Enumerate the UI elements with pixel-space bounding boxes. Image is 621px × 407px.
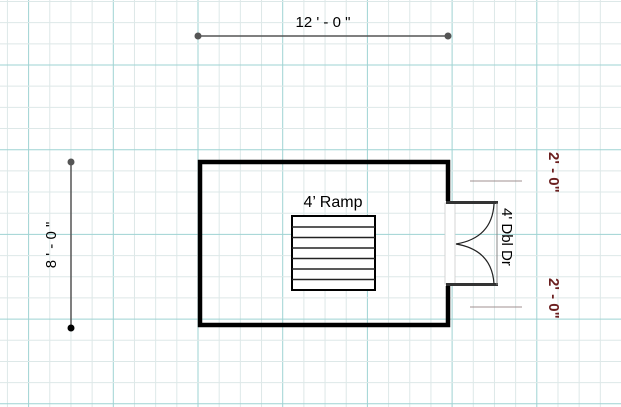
- ramp-label: 4’ Ramp: [304, 194, 363, 211]
- ramp[interactable]: 4’ Ramp: [291, 194, 376, 291]
- width-dimension-label: 12 ' - 0 ": [296, 14, 351, 31]
- width-dimension[interactable]: 12 ' - 0 ": [194, 14, 452, 40]
- double-door[interactable]: 4' Dbl Dr: [444, 201, 515, 286]
- door-offset-bottom-label: 2' - 0": [545, 278, 562, 319]
- room-walls[interactable]: [197, 159, 451, 328]
- door-offset-top-label: 2' - 0": [545, 152, 562, 193]
- door-label: 4' Dbl Dr: [498, 208, 515, 266]
- height-dimension-label: 8 ' - 0 ": [43, 222, 60, 269]
- height-dimension[interactable]: 8 ' - 0 ": [43, 158, 75, 332]
